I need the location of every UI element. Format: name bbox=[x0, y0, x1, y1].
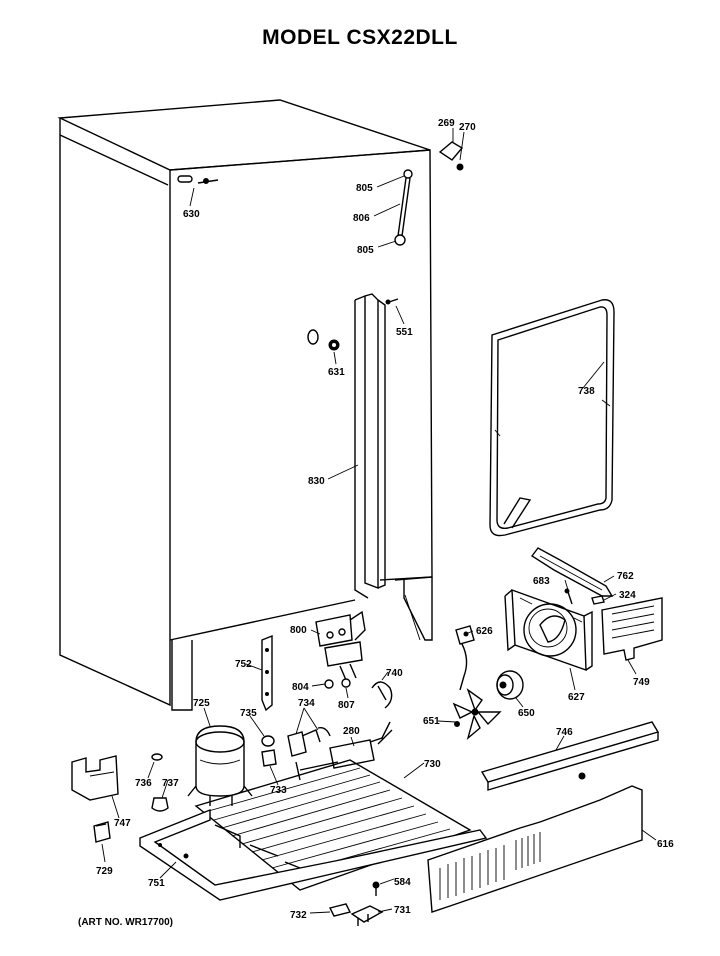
label-270: 270 bbox=[459, 122, 476, 133]
clamp-740 bbox=[371, 681, 393, 709]
drain-rail bbox=[480, 721, 660, 791]
clip-731 bbox=[350, 905, 384, 926]
label-749: 749 bbox=[633, 677, 650, 688]
label-746: 746 bbox=[556, 727, 573, 738]
condenser-coil bbox=[194, 759, 472, 891]
label-800: 800 bbox=[290, 625, 307, 636]
label-616: 616 bbox=[657, 839, 674, 850]
terminal-cover bbox=[71, 755, 119, 801]
label-324: 324 bbox=[619, 590, 636, 601]
compressor bbox=[187, 725, 253, 806]
label-735: 735 bbox=[240, 708, 257, 719]
label-734: 734 bbox=[298, 698, 315, 709]
label-752: 752 bbox=[235, 659, 252, 670]
label-804: 804 bbox=[292, 682, 309, 693]
label-627: 627 bbox=[568, 692, 585, 703]
label-280: 280 bbox=[343, 726, 360, 737]
thermostat bbox=[455, 625, 475, 691]
label-631: 631 bbox=[328, 367, 345, 378]
label-626: 626 bbox=[476, 626, 493, 637]
rear-access-cover bbox=[427, 772, 643, 913]
label-806: 806 bbox=[353, 213, 370, 224]
label-725: 725 bbox=[193, 698, 210, 709]
label-805b: 805 bbox=[357, 245, 374, 256]
relay bbox=[261, 735, 275, 747]
pad-732 bbox=[328, 903, 352, 917]
grommet-736 bbox=[151, 753, 163, 761]
grommet-807 bbox=[341, 678, 351, 688]
label-683: 683 bbox=[533, 576, 550, 587]
cabinet-case bbox=[57, 99, 433, 711]
capacitor bbox=[93, 821, 111, 843]
label-650: 650 bbox=[518, 708, 535, 719]
art-number: (ART NO. WR17700) bbox=[78, 917, 174, 928]
label-830: 830 bbox=[308, 476, 325, 487]
fan-motor bbox=[496, 670, 524, 700]
screw-683 bbox=[564, 588, 573, 605]
label-584: 584 bbox=[394, 877, 411, 888]
screw-551 bbox=[385, 298, 399, 305]
label-733: 733 bbox=[270, 785, 287, 796]
label-551: 551 bbox=[396, 327, 413, 338]
clip-324 bbox=[591, 595, 605, 605]
label-738: 738 bbox=[578, 386, 595, 397]
base-pan bbox=[139, 808, 488, 901]
label-269: 269 bbox=[438, 118, 455, 129]
label-747: 747 bbox=[114, 818, 131, 829]
overload-protector bbox=[261, 749, 277, 767]
label-805a: 805 bbox=[356, 183, 373, 194]
label-630: 630 bbox=[183, 209, 200, 220]
hinge-pin-assembly bbox=[394, 169, 413, 246]
control-board bbox=[601, 597, 663, 661]
leader-lines bbox=[101, 128, 657, 914]
plug-button bbox=[307, 329, 340, 351]
drain-trough bbox=[530, 547, 614, 597]
water-valve-assembly bbox=[315, 610, 366, 681]
cap-737 bbox=[151, 797, 169, 812]
screw-584 bbox=[372, 881, 380, 896]
label-732: 732 bbox=[290, 910, 307, 921]
mounting-bracket bbox=[261, 634, 273, 712]
label-751: 751 bbox=[148, 878, 165, 889]
label-807: 807 bbox=[338, 700, 355, 711]
hinge-cover bbox=[438, 141, 464, 171]
condenser-fan-shroud bbox=[504, 588, 593, 672]
label-736: 736 bbox=[135, 778, 152, 789]
label-729: 729 bbox=[96, 866, 113, 877]
clip-734 bbox=[287, 726, 331, 757]
label-730: 730 bbox=[424, 759, 441, 770]
center-mullion bbox=[354, 293, 386, 599]
fan-blade bbox=[452, 688, 502, 740]
label-651: 651 bbox=[423, 716, 440, 727]
label-762: 762 bbox=[617, 571, 634, 582]
part-number-labels: 269 270 805 806 805 630 551 631 830 738 … bbox=[96, 118, 674, 921]
label-737: 737 bbox=[162, 778, 179, 789]
label-731: 731 bbox=[394, 905, 411, 916]
shutoff-valve bbox=[295, 721, 393, 781]
page-title: MODEL CSX22DLL bbox=[262, 26, 458, 49]
grommet-804 bbox=[324, 679, 334, 689]
label-740: 740 bbox=[386, 668, 403, 679]
door-gasket bbox=[489, 299, 615, 537]
